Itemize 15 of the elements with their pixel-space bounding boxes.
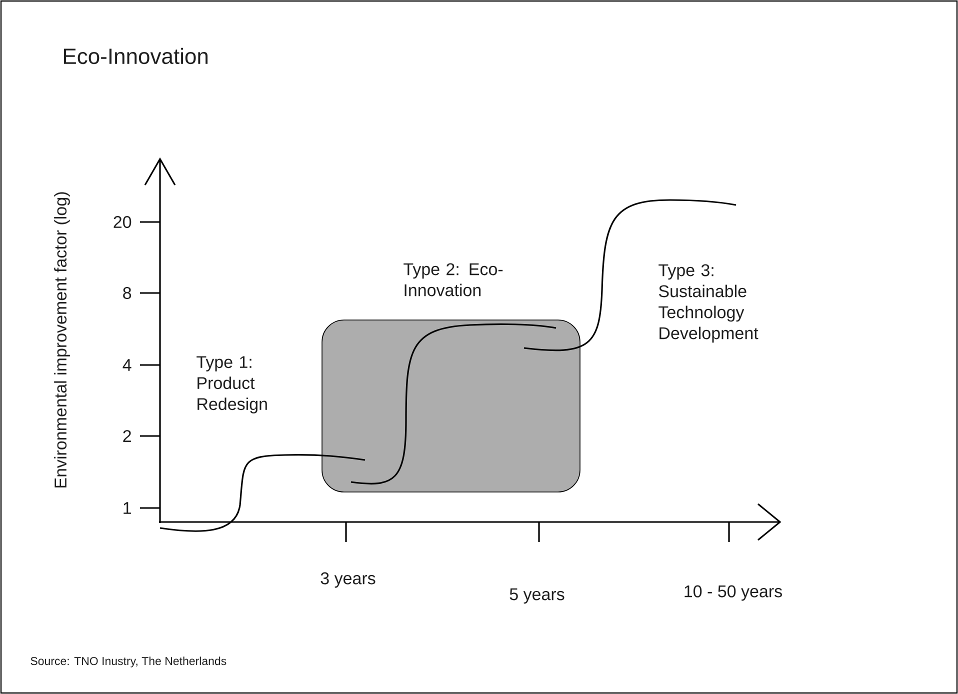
tick-label: 8 — [123, 286, 132, 300]
axis-label: 5 years — [510, 588, 564, 604]
tick-label: 4 — [122, 359, 132, 371]
title: Eco-Innovation — [64, 48, 208, 64]
tick-label: 1 — [124, 502, 131, 514]
tick-label: 2 — [123, 430, 131, 442]
tick-label: 20 — [114, 216, 132, 228]
stage-label: Type 1: Product Redesign — [196, 356, 267, 414]
shaded-box — [322, 320, 580, 492]
axis-title: Environmental improvement factor (log) — [54, 192, 70, 488]
caption: Source: TNO Inustry, The Netherlands — [30, 656, 226, 668]
axis-label: 10 - 50 years — [684, 585, 782, 601]
stage-label: Type 3: Sustainable Technology Development — [658, 264, 758, 343]
node-heading: Type 2: Eco-Innovation — [404, 263, 503, 296]
axis-label: 3 years — [320, 572, 376, 588]
